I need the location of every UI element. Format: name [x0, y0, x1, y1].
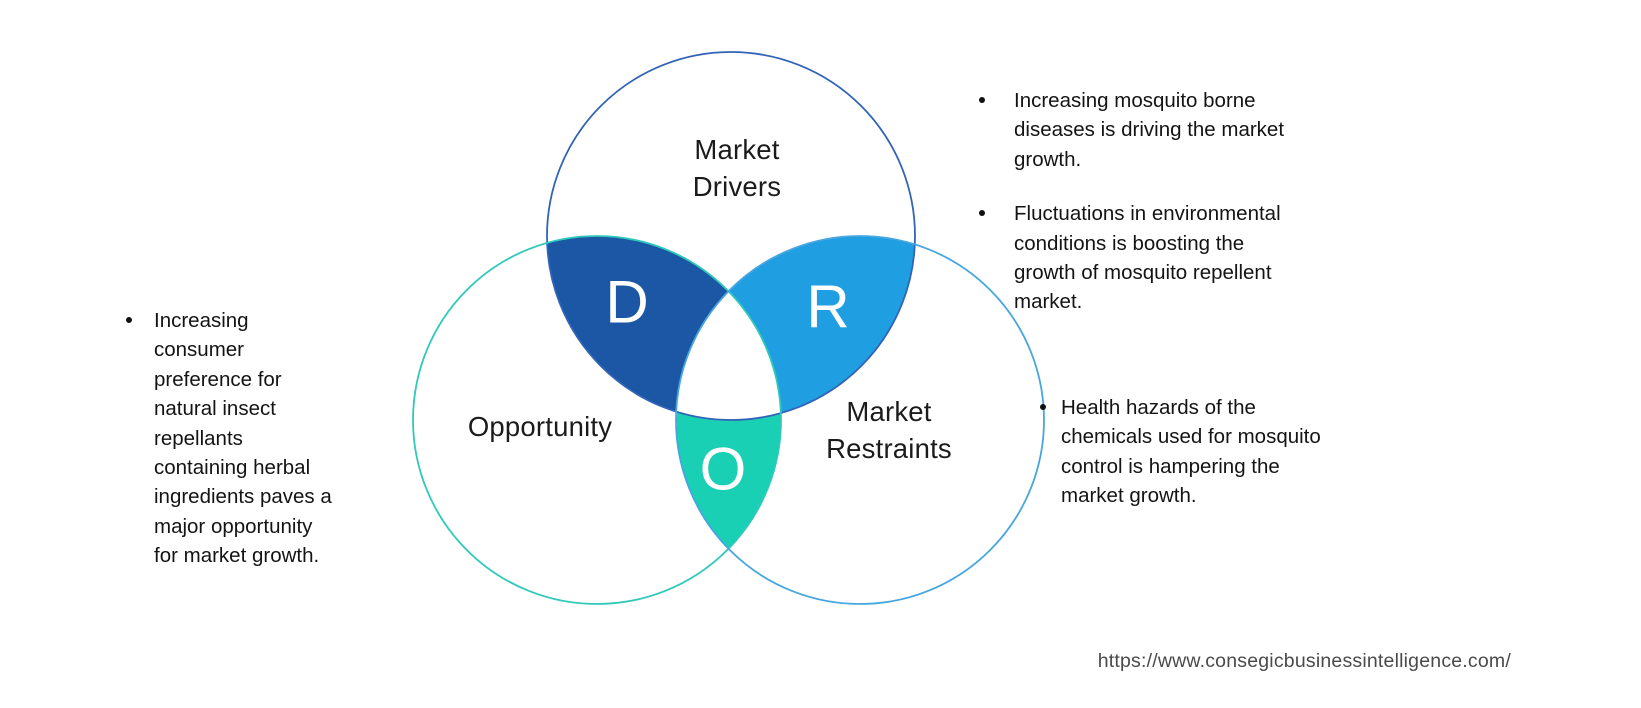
- opportunity-circle-outline: [412, 235, 782, 605]
- opportunity-letter: O: [700, 436, 747, 503]
- restraints-letter: R: [806, 274, 849, 341]
- bullet-dot: [979, 97, 985, 103]
- restraints-circle-outline: [675, 235, 1045, 605]
- bullet-dot: [1040, 404, 1046, 410]
- opportunity-circle-label: Opportunity: [467, 411, 613, 442]
- bullet-dot: [979, 210, 985, 217]
- bullet-dot: [126, 317, 132, 323]
- drivers-letter: D: [605, 269, 648, 336]
- restraints-lens: [676, 236, 915, 420]
- source-url: https://www.consegicbusinessintelligence…: [1097, 650, 1511, 672]
- drivers-lens: [547, 236, 781, 420]
- drivers-circle-outline: [546, 51, 916, 421]
